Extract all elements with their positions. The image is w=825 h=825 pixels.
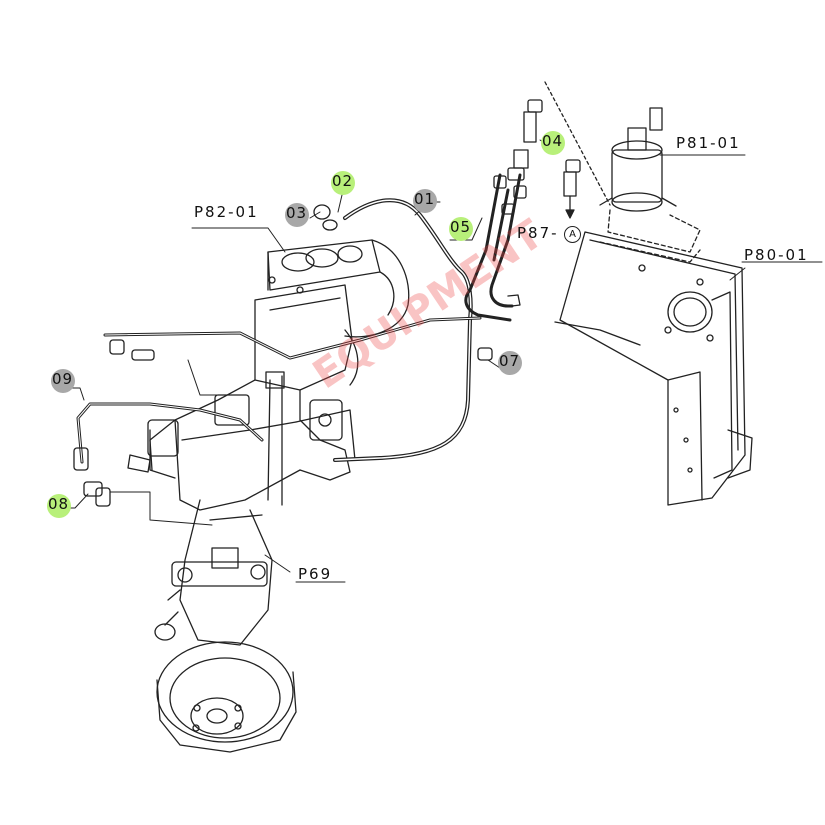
callout-bubble-07 [498, 351, 522, 375]
bolt-07 [477, 347, 493, 361]
callout-bubble-03 [285, 203, 309, 227]
callout-07[interactable]: 07 [499, 352, 521, 370]
ref-p87[interactable]: P87- [517, 224, 559, 242]
dashed-leader [544, 81, 611, 206]
callout-03[interactable]: 03 [286, 204, 308, 222]
ref-p82-01[interactable]: P82-01 [194, 203, 259, 221]
callout-bubble-01 [413, 189, 437, 213]
callout-08[interactable]: 08 [48, 495, 70, 513]
callout-02[interactable]: 02 [332, 172, 354, 190]
callout-05[interactable]: 05 [450, 218, 472, 236]
callout-01[interactable]: 01 [414, 190, 436, 208]
hydraulic-cylinder-p81 [599, 107, 701, 263]
callout-bubble-04 [541, 131, 565, 155]
banjo-fitting-02-03 [313, 204, 338, 231]
fitting-p87 [563, 159, 581, 219]
line-fitting-a [109, 339, 125, 355]
return-line-09 [76, 402, 264, 464]
line-end-fitting [73, 447, 89, 471]
callout-bubble-05 [449, 217, 473, 241]
ref-p69[interactable]: P69 [298, 565, 333, 583]
line-fitting-b [131, 349, 155, 361]
callout-bubble-08 [47, 494, 71, 518]
callout-bubble-09 [51, 369, 75, 393]
leader-lines [51, 139, 823, 583]
transmission-housing [127, 284, 359, 511]
mounting-bracket-p80 [554, 231, 753, 506]
ref-p80-01[interactable]: P80-01 [744, 246, 809, 264]
elbow-fitting-08 [83, 481, 111, 507]
pipe-fitting-04 [507, 99, 543, 181]
callout-bubble-02 [331, 171, 355, 195]
callout-04[interactable]: 04 [542, 132, 564, 150]
axle-assembly-p69 [154, 499, 297, 753]
ref-p81-01[interactable]: P81-01 [676, 134, 741, 152]
circle-marker-a: A [564, 226, 581, 243]
callout-09[interactable]: 09 [52, 370, 74, 388]
hydraulic-pump-p82 [267, 239, 410, 338]
steel-lines-05 [464, 173, 527, 322]
